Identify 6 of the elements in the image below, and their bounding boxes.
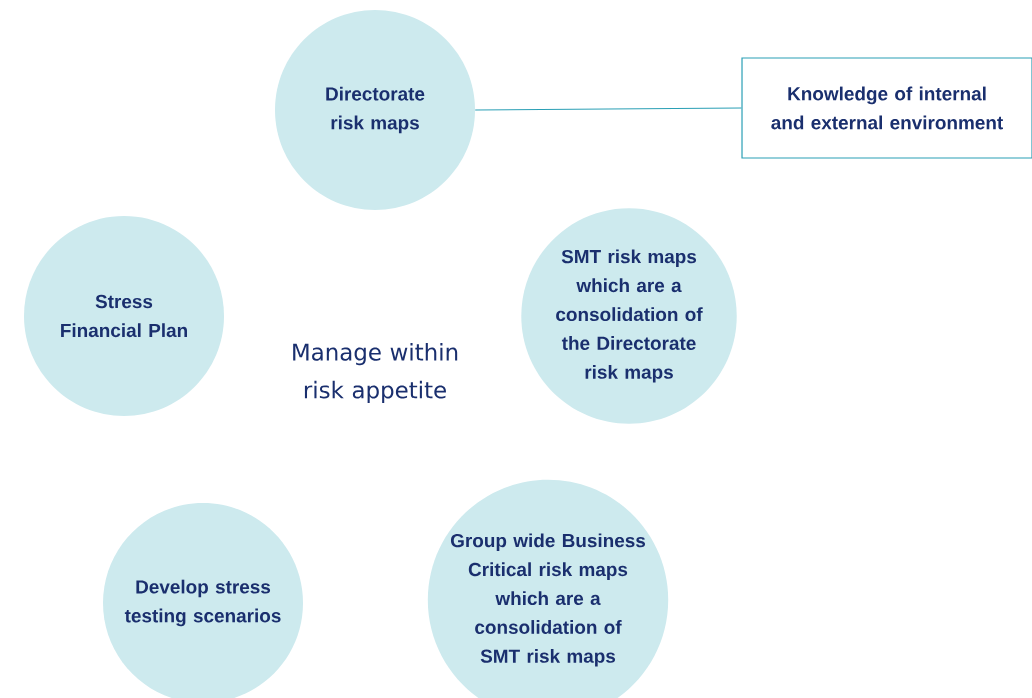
connector-line bbox=[474, 107, 742, 111]
circle-node: Stress Financial Plan bbox=[24, 216, 224, 416]
circle-node: SMT risk maps which are a consolidation of the Directorate risk maps bbox=[521, 208, 737, 424]
circle-node: Directorate risk maps bbox=[275, 10, 475, 210]
center-label: Manage within risk appetite bbox=[293, 342, 458, 403]
text-box: Knowledge of internal and external environment bbox=[741, 57, 1032, 159]
